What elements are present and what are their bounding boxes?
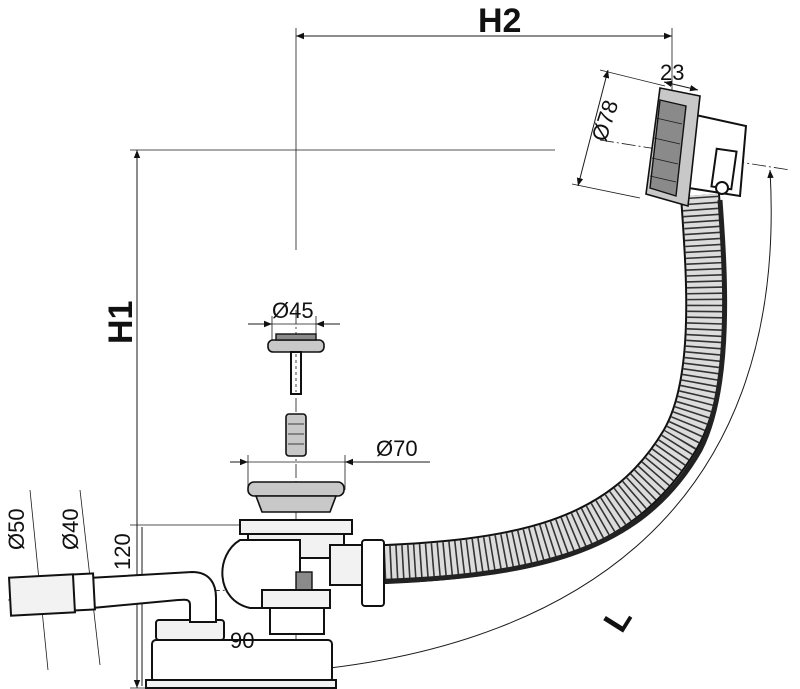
d78-line bbox=[576, 69, 610, 187]
outlet-end bbox=[7, 573, 77, 617]
trap-floor bbox=[145, 679, 337, 689]
overflow-head bbox=[645, 87, 748, 208]
flexible-hose bbox=[359, 193, 728, 585]
grille-line-2 bbox=[653, 137, 681, 145]
overflow-clip bbox=[715, 181, 729, 195]
grille-line-1 bbox=[655, 117, 683, 125]
grille-line-3 bbox=[651, 157, 679, 165]
drain-assembly bbox=[221, 481, 385, 635]
label-l: L bbox=[596, 601, 639, 639]
hose-coupling bbox=[361, 539, 385, 607]
drain-strainer bbox=[254, 495, 338, 513]
label-d23: 23 bbox=[660, 60, 684, 85]
trap-nut bbox=[261, 589, 331, 609]
hose-cable bbox=[359, 199, 728, 585]
label-d50: Ø50 bbox=[4, 508, 29, 550]
grille-line-4 bbox=[649, 175, 677, 183]
label-d45: Ø45 bbox=[272, 298, 314, 323]
dimension-labels: H2 H1 L 23 Ø78 Ø45 Ø70 Ø50 Ø40 120 90 bbox=[4, 2, 684, 653]
label-h2: H2 bbox=[478, 2, 521, 40]
drain-nut bbox=[239, 519, 353, 535]
d78-ext-top bbox=[599, 69, 666, 87]
centerlines bbox=[7, 139, 791, 601]
d23-line bbox=[663, 80, 699, 92]
l-dimension-curve bbox=[329, 169, 774, 669]
label-d78: Ø78 bbox=[587, 97, 624, 144]
label-d40: Ø40 bbox=[58, 508, 83, 550]
drain-flange bbox=[247, 481, 345, 497]
trap-outlet bbox=[7, 570, 337, 689]
label-h1: H1 bbox=[102, 301, 140, 344]
d78-ext-bottom bbox=[571, 183, 641, 199]
trap-neck bbox=[269, 607, 325, 635]
plug-cap bbox=[267, 339, 325, 353]
plug-seal bbox=[275, 333, 317, 341]
outlet-pipe bbox=[86, 570, 217, 623]
drain-plug bbox=[267, 333, 325, 457]
hose-ribs bbox=[359, 193, 724, 583]
label-d70: Ø70 bbox=[376, 436, 418, 461]
label-d120: 120 bbox=[110, 533, 135, 570]
label-d90: 90 bbox=[230, 628, 254, 653]
plug-spring bbox=[285, 413, 307, 457]
